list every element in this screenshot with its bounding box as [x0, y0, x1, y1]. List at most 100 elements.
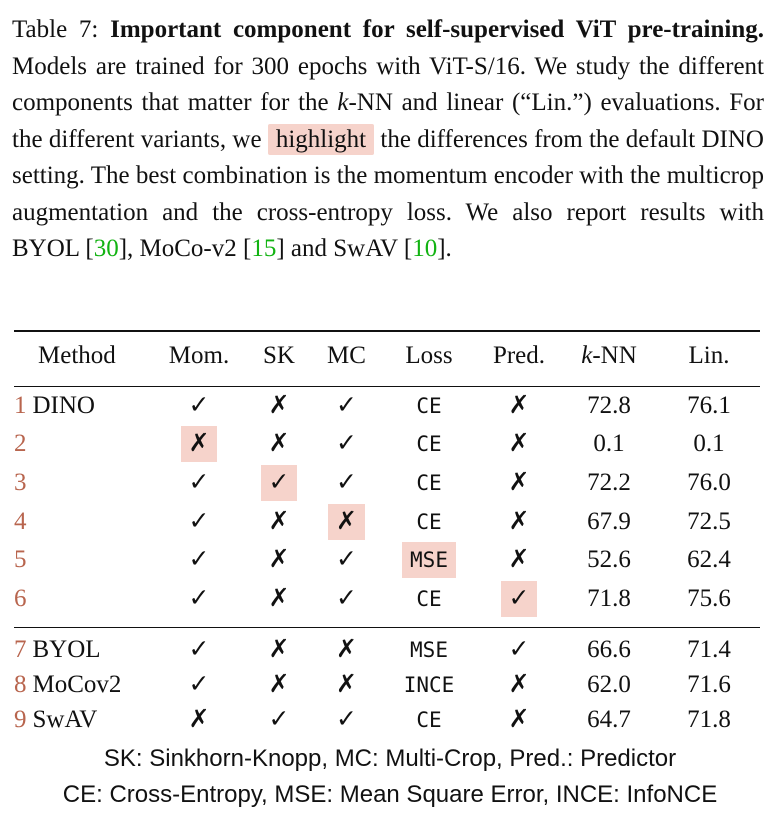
row-loss: MSE	[402, 542, 456, 578]
row-method-cell: 2	[14, 426, 33, 462]
row-method: SwAV	[32, 706, 98, 733]
row-loss-cell: CE	[389, 426, 469, 462]
caption-text-1: Models are trained for 300 epochs with V…	[12, 52, 764, 117]
cross-mark-icon: ✗	[268, 508, 290, 535]
check-mark-icon: ✓	[260, 465, 298, 501]
row-sk-cell: ✗	[254, 504, 304, 540]
check-mark-icon: ✓	[188, 508, 210, 535]
row-mom-cell: ✓	[164, 667, 234, 703]
row-knn-cell: 71.8	[564, 581, 654, 617]
row-method-cell: 5	[14, 542, 33, 578]
row-knn-cell: 72.2	[564, 465, 654, 501]
row-knn-cell: 64.7	[564, 702, 654, 738]
cross-mark-icon: ✗	[268, 546, 290, 573]
cross-mark-icon: ✗	[188, 706, 210, 733]
row-mom-cell: ✓	[164, 388, 234, 424]
check-mark-icon: ✓	[188, 585, 210, 612]
row-lin-cell: 72.5	[669, 504, 749, 540]
row-loss: CE	[416, 471, 442, 495]
caption-text-2: -NN and linear (“Lin.”) evaluations. For…	[12, 89, 764, 153]
cross-mark-icon: ✗	[268, 671, 290, 698]
row-mom-cell: ✓	[164, 632, 234, 668]
caption-knn-k: k	[337, 89, 349, 116]
row-mc-cell: ✗	[319, 667, 374, 703]
table-header-rule	[14, 386, 760, 388]
check-mark-icon: ✓	[188, 671, 210, 698]
row-pred-cell: ✗	[484, 504, 554, 540]
cross-mark-icon: ✗	[268, 585, 290, 612]
caption-text-5: ] and SwAV [	[276, 235, 413, 262]
row-knn: 67.9	[587, 508, 631, 535]
check-mark-icon: ✓	[188, 392, 210, 419]
row-knn-cell: 66.6	[564, 632, 654, 668]
cross-mark-icon: ✗	[508, 671, 530, 698]
row-mom-cell: ✓	[164, 542, 234, 578]
row-pred-cell: ✓	[484, 632, 554, 668]
row-lin: 71.6	[687, 671, 731, 698]
row-pred-cell: ✗	[484, 702, 554, 738]
row-pred-cell: ✗	[484, 542, 554, 578]
row-lin-cell: 71.6	[669, 667, 749, 703]
cross-mark-icon: ✗	[328, 504, 365, 540]
row-number: 1	[14, 392, 27, 419]
check-mark-icon: ✓	[336, 392, 357, 419]
row-knn: 62.0	[587, 671, 631, 698]
header-knn-k: k	[581, 342, 593, 369]
row-number: 6	[14, 585, 27, 612]
cross-mark-icon: ✗	[508, 706, 530, 733]
table-caption: Table 7: Important component for self-su…	[12, 12, 764, 268]
row-method: MoCov2	[32, 671, 122, 698]
row-loss-cell: CE	[389, 388, 469, 424]
check-mark-icon: ✓	[336, 546, 357, 573]
row-lin: 71.8	[687, 706, 731, 733]
check-mark-icon: ✓	[336, 706, 357, 733]
cross-mark-icon: ✗	[508, 430, 530, 457]
ref-link-moco[interactable]: 15	[251, 235, 277, 262]
row-lin-cell: 0.1	[669, 426, 749, 462]
row-mc-cell: ✓	[319, 465, 374, 501]
row-method-cell: 6	[14, 581, 33, 617]
row-knn-cell: 62.0	[564, 667, 654, 703]
row-number: 3	[14, 469, 27, 496]
row-mc-cell: ✓	[319, 388, 374, 424]
row-knn-cell: 0.1	[564, 426, 654, 462]
row-method-cell: 4	[14, 504, 33, 540]
row-number: 2	[14, 430, 27, 457]
row-number: 8	[14, 671, 27, 698]
row-lin-cell: 62.4	[669, 542, 749, 578]
row-lin-cell: 75.6	[669, 581, 749, 617]
row-lin: 62.4	[687, 546, 731, 573]
row-loss: CE	[416, 587, 442, 611]
row-lin-cell: 71.8	[669, 702, 749, 738]
cross-mark-icon: ✗	[508, 546, 530, 573]
row-loss: MSE	[410, 638, 448, 662]
ref-link-swav[interactable]: 10	[412, 235, 438, 262]
row-lin-cell: 71.4	[669, 632, 749, 668]
header-loss: Loss	[405, 342, 453, 369]
ref-link-byol[interactable]: 30	[93, 235, 119, 262]
row-loss: CE	[416, 394, 442, 418]
row-mc-cell: ✓	[319, 702, 374, 738]
cross-mark-icon: ✗	[336, 671, 357, 698]
row-pred-cell: ✓	[484, 581, 554, 617]
row-method: DINO	[32, 392, 96, 419]
row-knn: 72.2	[587, 469, 631, 496]
row-mc-cell: ✓	[319, 542, 374, 578]
row-number: 9	[14, 706, 27, 733]
row-lin: 76.1	[687, 392, 731, 419]
cross-mark-icon: ✗	[336, 636, 357, 663]
cross-mark-icon: ✗	[508, 508, 530, 535]
row-knn: 66.6	[587, 636, 631, 663]
row-knn: 64.7	[587, 706, 631, 733]
table-top-rule	[14, 330, 760, 332]
caption-highlight-sample: highlight	[267, 123, 375, 155]
row-loss-cell: INCE	[389, 667, 469, 703]
row-knn-cell: 72.8	[564, 388, 654, 424]
